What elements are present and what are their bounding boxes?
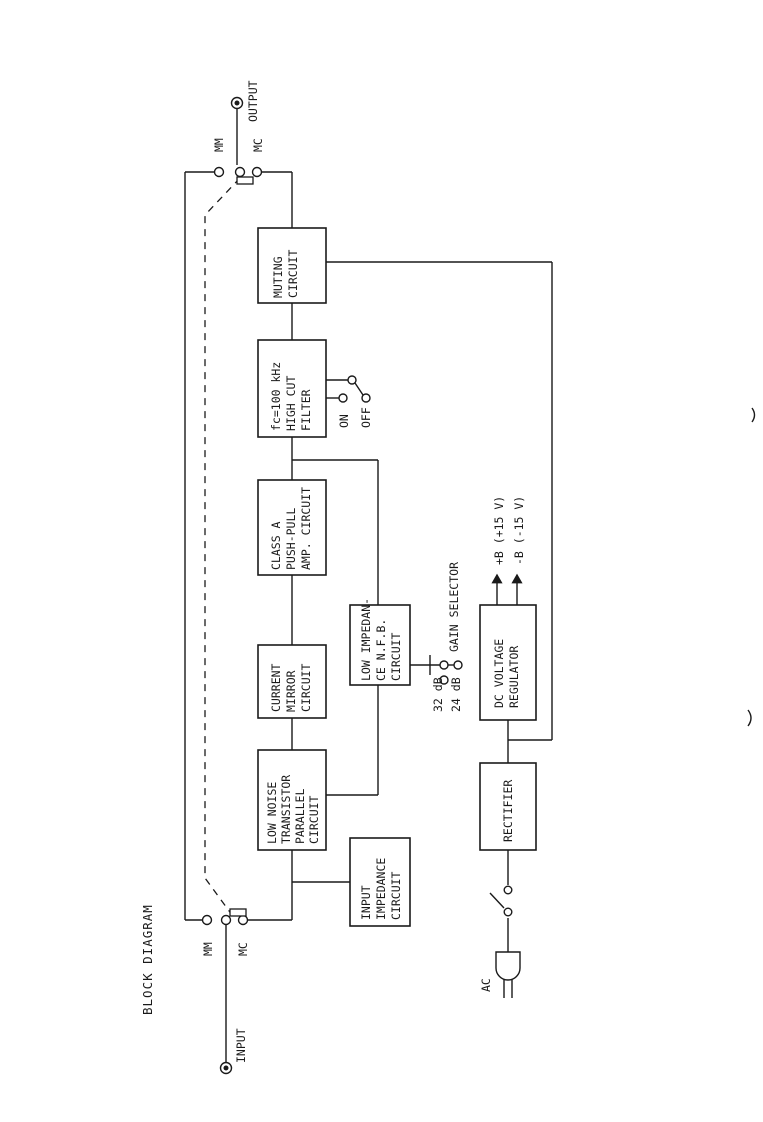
low-noise-line-1: LOW NOISE	[265, 782, 279, 844]
rectifier-block: RECTIFIER	[479, 762, 537, 851]
current-mirror-block: CURRENT MIRROR CIRCUIT	[257, 644, 327, 719]
muting-line-1: MUTING	[271, 256, 285, 298]
muting-circuit-block: MUTING CIRCUIT	[257, 227, 327, 304]
margin-mark-bottom	[747, 709, 752, 727]
gain-32db-label: 32 dB	[431, 677, 445, 712]
ac-label: AC	[479, 978, 493, 992]
nfb-line-1: LOW IMPEDAN-	[359, 598, 373, 681]
gain-selector-label: GAIN SELECTOR	[447, 562, 461, 652]
input-impedance-line-3: CIRCUIT	[389, 871, 403, 920]
filter-on-label: ON	[337, 414, 351, 428]
filter-on-off-switch-icon	[338, 375, 371, 403]
low-noise-line-3: PARALLEL	[293, 789, 307, 844]
regulator-line-2: REGULATOR	[507, 646, 521, 708]
power-switch-icon	[489, 885, 513, 917]
filter-off-label: OFF	[359, 407, 373, 428]
input-impedance-line-2: IMPEDANCE	[374, 858, 388, 920]
diagram-title: BLOCK DIAGRAM	[140, 904, 155, 1015]
nfb-line-3: CIRCUIT	[389, 632, 403, 681]
margin-mark-top	[751, 407, 756, 423]
regulator-line-1: DC VOLTAGE	[492, 639, 506, 708]
input-impedance-block: INPUT IMPEDANCE CIRCUIT	[349, 837, 411, 927]
class-a-line-3: AMP. CIRCUIT	[299, 487, 313, 570]
low-noise-line-2: TRANSISTOR	[279, 775, 293, 844]
output-mc-label: MC	[251, 138, 265, 152]
current-mirror-line-3: CIRCUIT	[299, 663, 313, 712]
class-a-line-2: PUSH-PULL	[284, 508, 298, 570]
low-noise-line-4: CIRCUIT	[307, 795, 321, 844]
class-a-amp-block: CLASS A PUSH-PULL AMP. CIRCUIT	[257, 479, 327, 576]
power-output-arrows	[491, 573, 523, 605]
output-mm-label: MM	[212, 138, 226, 152]
class-a-line-1: CLASS A	[269, 521, 283, 570]
output-label: OUTPUT	[246, 80, 260, 122]
nfb-line-2: CE N.F.B.	[374, 619, 388, 681]
low-noise-transistor-block: LOW NOISE TRANSISTOR PARALLEL CIRCUIT	[257, 749, 327, 851]
signal-wires	[184, 171, 553, 952]
dc-voltage-regulator-block: DC VOLTAGE REGULATOR	[479, 604, 537, 721]
input-impedance-line-1: INPUT	[359, 885, 373, 920]
input-mc-label: MC	[236, 942, 250, 956]
nfb-circuit-block: LOW IMPEDAN- CE N.F.B. CIRCUIT	[349, 598, 411, 686]
plus-b-label: +B (+15 V)	[492, 496, 506, 565]
gain-24db-label: 24 dB	[449, 677, 463, 712]
gain-selector-switch-icon	[439, 660, 463, 685]
ganged-switch-link	[204, 177, 241, 916]
rectifier-label: RECTIFIER	[501, 780, 515, 842]
filter-line-1: fc=100 kHz	[269, 362, 283, 431]
output-jack-icon	[230, 96, 244, 110]
output-switch-icon	[213, 166, 263, 185]
current-mirror-line-2: MIRROR	[284, 670, 298, 712]
input-jack-icon	[219, 1061, 233, 1075]
filter-line-3: FILTER	[299, 389, 313, 431]
high-cut-filter-block: fc=100 kHz HIGH CUT FILTER	[257, 339, 327, 438]
minus-b-label: -B (-15 V)	[512, 496, 526, 565]
ac-plug-icon	[495, 951, 521, 998]
muting-line-2: CIRCUIT	[286, 249, 300, 298]
current-mirror-line-1: CURRENT	[269, 663, 283, 712]
input-mm-label: MM	[201, 942, 215, 956]
input-label: INPUT	[234, 1028, 248, 1063]
filter-line-2: HIGH CUT	[284, 376, 298, 431]
input-switch-icon	[201, 908, 249, 926]
